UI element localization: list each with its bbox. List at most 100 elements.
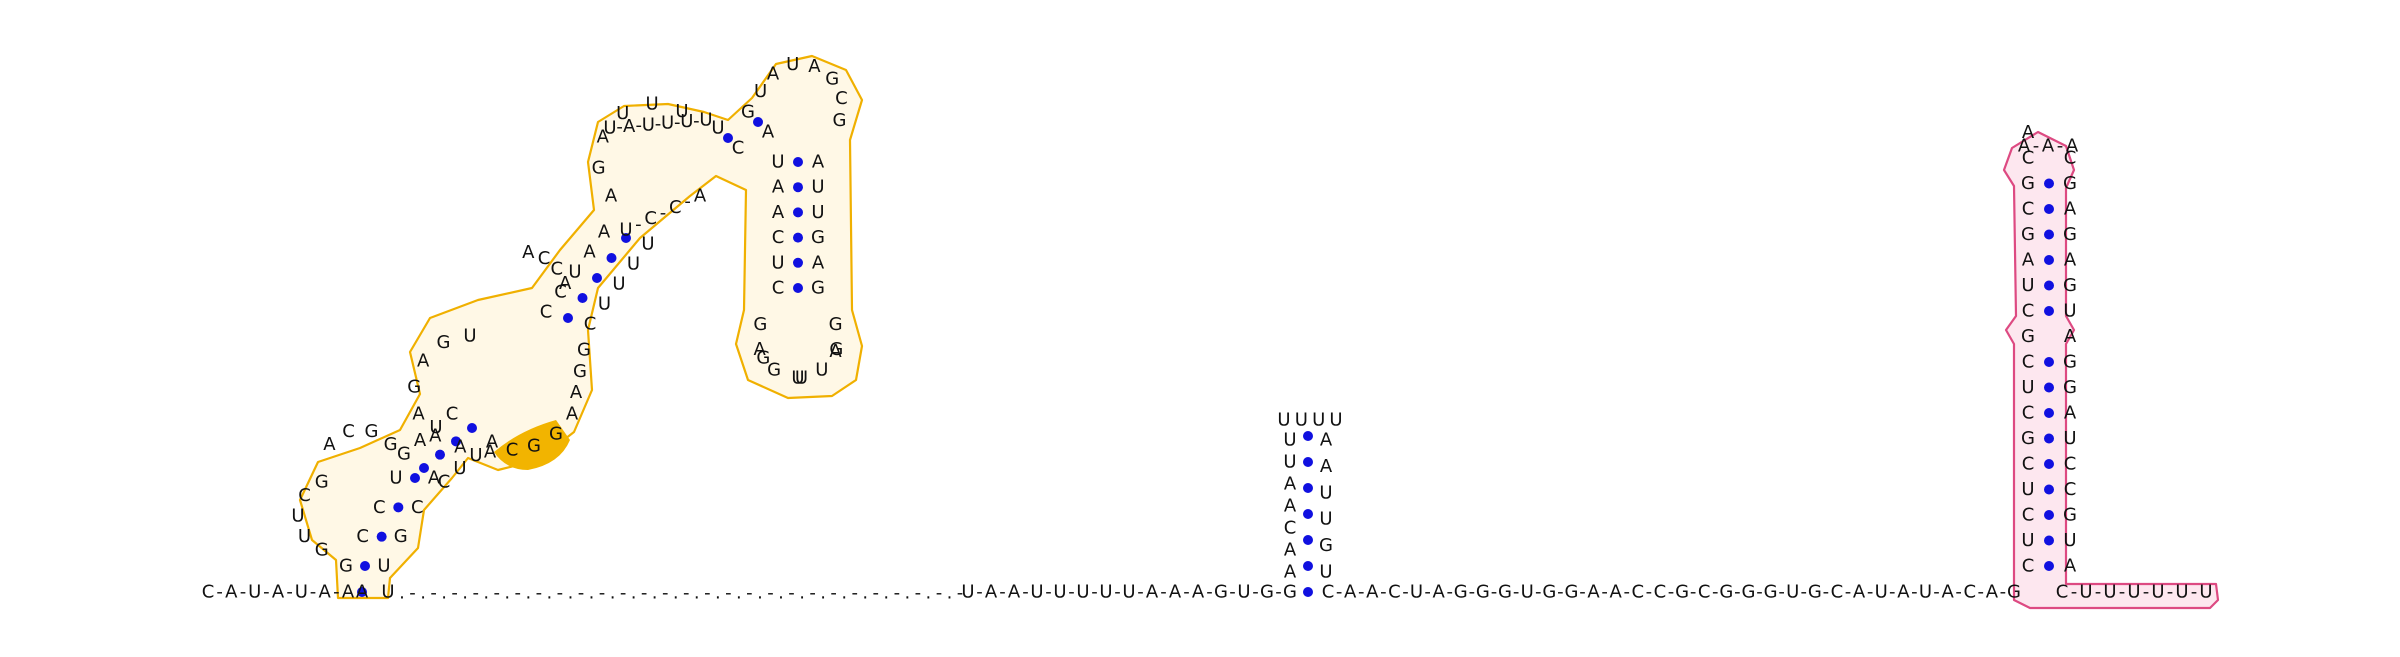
domain1-interior-loop: A [454, 437, 467, 458]
backbone-bond: - [1955, 582, 1962, 603]
domain2-stem-left: C [2022, 403, 2035, 424]
backbone-nucleotide: C [1322, 582, 1335, 603]
domain1-nucleotide: U [642, 114, 655, 135]
backbone-bond: - [1690, 582, 1697, 603]
backbone-bond: - [1933, 582, 1940, 603]
backbone-nucleotide: U [1786, 582, 1799, 603]
backbone-bond: . [694, 583, 700, 604]
backbone-bond: - [1801, 582, 1808, 603]
backbone-bond: . [820, 583, 826, 604]
domain2-stem-right: A [2064, 199, 2077, 220]
base-pair-dot [563, 313, 573, 323]
backbone-bond: - [936, 583, 943, 604]
backbone-bond: - [451, 583, 458, 604]
backbone-nucleotide: C [1632, 582, 1645, 603]
backbone-bond: - [1091, 582, 1098, 603]
tail-nucleotide: U [2103, 582, 2116, 603]
backbone-bond: - [620, 583, 627, 604]
domain1-stem4-left: U [771, 152, 784, 173]
domain1-nucleotide: U [680, 111, 693, 132]
domain2-stem-right: G [2063, 275, 2077, 296]
backbone-nucleotide: A [1610, 582, 1623, 603]
domain1-stem4-left: A [772, 202, 785, 223]
domain1-stem3-left: A [598, 222, 611, 243]
backbone-nucleotide: C [1698, 582, 1711, 603]
backbone-bond: - [957, 583, 964, 604]
domain1-nucleotide: U [381, 582, 394, 603]
backbone-nucleotide: G [1808, 582, 1822, 603]
domain1-nucleotide: A [694, 186, 707, 207]
domain1-stem4-right: G [811, 278, 825, 299]
base-pair-dot [2044, 204, 2054, 214]
hairpin-mid-left: A [1284, 496, 1297, 517]
tail-nucleotide: U [2127, 582, 2140, 603]
backbone-nucleotide: G [1260, 582, 1274, 603]
backbone-bond: - [894, 583, 901, 604]
domain1-interior-loop: C [550, 259, 563, 280]
backbone-nucleotide: U [1875, 582, 1888, 603]
domain1-stem4-right: A [812, 152, 825, 173]
base-pair-dot [2044, 357, 2054, 367]
backbone-nucleotide: C [1388, 582, 1401, 603]
backbone-bond: - [216, 582, 223, 603]
domain1-interior-loop: A [429, 425, 442, 446]
domain2-stem-left: A [2022, 122, 2035, 143]
hairpin-mid-right: U [1319, 562, 1332, 583]
domain2-stem-right: G [2063, 505, 2077, 526]
backbone-nucleotide: G [1454, 582, 1468, 603]
domain1-upper-loop: U [616, 103, 629, 124]
domain1-stem3-right: U [627, 254, 640, 275]
backbone-bond: - [873, 583, 880, 604]
backbone-bond: - [636, 115, 643, 136]
backbone-bond: - [1978, 582, 1985, 603]
domain1-stem1-left: G [339, 556, 353, 577]
backbone-nucleotide: A [1146, 582, 1159, 603]
domain1-highlight-nucleotide: G [527, 436, 541, 457]
domain1-interior-loop: A [522, 242, 535, 263]
domain1-nucleotide: A [484, 442, 497, 463]
hairpin-mid-right: U [1319, 482, 1332, 503]
domain2-stem-right: G [2063, 377, 2077, 398]
backbone-bond: - [2167, 582, 2174, 603]
backbone-bond: - [1137, 582, 1144, 603]
base-pair-dot [2044, 255, 2054, 265]
hairpin-mid-left: A [1284, 474, 1297, 495]
backbone-bond: - [851, 583, 858, 604]
domain1-nucleotide: A [623, 116, 636, 137]
backbone-bond: - [683, 583, 690, 604]
backbone-bond: . [568, 583, 574, 604]
base-pair-dot [357, 587, 367, 597]
backbone-nucleotide: A [1897, 582, 1910, 603]
base-pair-dot [793, 207, 803, 218]
domain1-top-loop: A [767, 63, 780, 84]
backbone-bond: - [788, 583, 795, 604]
domain1-nucleotide: U [661, 113, 674, 134]
hairpin-mid-right: A [1320, 456, 1333, 477]
base-pair-dot [1303, 509, 1313, 519]
domain1-stem4-right: A [812, 252, 825, 273]
base-pair-dot [577, 293, 588, 303]
backbone-nucleotide: G [1283, 582, 1297, 603]
backbone-nucleotide: U [248, 582, 261, 603]
backbone-bond: . [441, 583, 447, 604]
domain1-stem1-right: U [377, 556, 390, 577]
backbone-bond: . [631, 583, 637, 604]
backbone-bond: . [525, 583, 531, 604]
backbone-bond: . [715, 583, 721, 604]
domain2-stem-right: G [2063, 352, 2077, 373]
base-pair-dot [2044, 459, 2054, 469]
domain2-stem-left: U [2021, 377, 2034, 398]
backbone-bond: - [578, 583, 585, 604]
backbone-bond: - [1206, 582, 1213, 603]
domain2-stem-left: U [2021, 479, 2034, 500]
domain1-bottom-loop: G [767, 360, 781, 381]
domain1-stem4-right: U [811, 177, 824, 198]
domain1-nucleotide: A [570, 382, 583, 403]
backbone-bond: - [409, 583, 416, 604]
base-pair-dots [357, 117, 2054, 597]
backbone-nucleotide: C [202, 582, 215, 603]
hairpin-mid-left: A [1284, 562, 1297, 583]
domain1-stem3-right: C [584, 314, 597, 335]
backbone-bond: - [1778, 582, 1785, 603]
backbone-bond: - [1756, 582, 1763, 603]
